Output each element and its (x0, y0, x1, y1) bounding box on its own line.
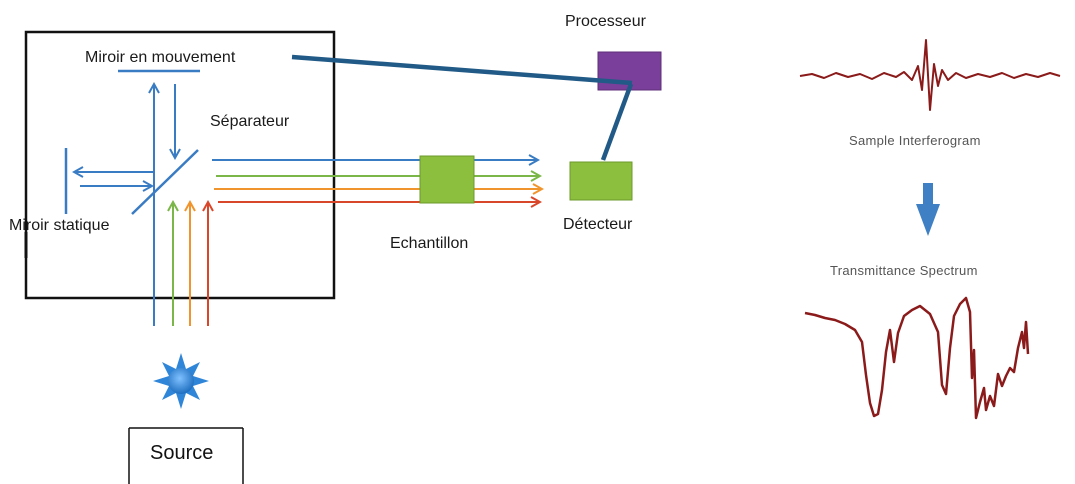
spectrum-label: Transmittance Spectrum (830, 263, 978, 278)
interferometer-box (24, 30, 336, 300)
cable-processor-detector (600, 83, 634, 161)
moving-mirror-label: Miroir en mouvement (85, 49, 236, 66)
arrow-down-icon (916, 183, 940, 236)
detector-box (569, 161, 633, 201)
detector-label: Détecteur (563, 216, 633, 233)
source-box (128, 427, 244, 484)
source-label: Source (150, 442, 213, 464)
spectrum-trace (804, 296, 1030, 420)
cable-mirror-processor (291, 54, 633, 86)
source-star-icon (153, 353, 209, 409)
interferogram-label: Sample Interferogram (849, 133, 981, 148)
output-beams (212, 160, 542, 202)
interferogram-trace (799, 39, 1061, 111)
sample-label: Echantillon (390, 235, 468, 252)
beam-separator (131, 149, 199, 215)
separator-label: Séparateur (210, 113, 290, 130)
processor-label: Processeur (565, 13, 647, 30)
interferometer-beams (74, 84, 208, 326)
static-mirror-label: Miroir statique (9, 217, 110, 234)
sample-box (419, 155, 475, 204)
